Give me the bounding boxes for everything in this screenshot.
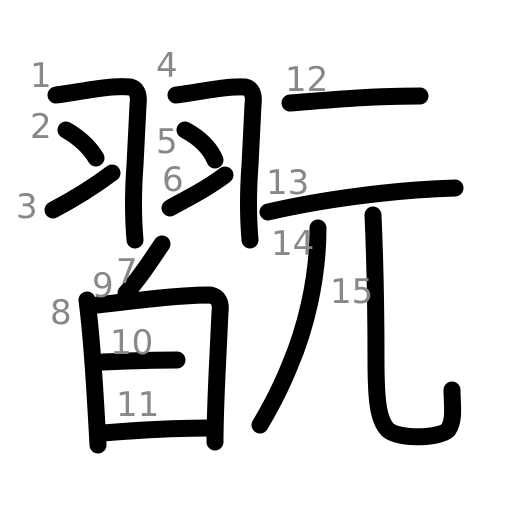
stroke-2 <box>57 121 105 167</box>
stroke-number-6: 6 <box>162 160 184 200</box>
stroke-number-9: 9 <box>92 266 114 306</box>
stroke-4 <box>167 78 262 249</box>
stroke-8 <box>78 291 107 454</box>
stroke-number-13: 13 <box>266 163 309 203</box>
stroke-12 <box>281 87 429 112</box>
stroke-number-12: 12 <box>285 60 328 100</box>
stroke-number-10: 10 <box>110 323 153 363</box>
stroke-number-7: 7 <box>116 252 138 292</box>
stroke-3 <box>44 164 121 219</box>
stroke-number-15: 15 <box>330 272 373 312</box>
stroke-1 <box>47 78 147 249</box>
stroke-number-14: 14 <box>271 224 314 264</box>
stroke-5 <box>176 121 224 169</box>
stroke-number-11: 11 <box>116 385 159 425</box>
stroke-number-8: 8 <box>50 293 72 333</box>
stroke-6 <box>161 166 234 217</box>
stroke-14 <box>251 219 327 434</box>
stroke-number-5: 5 <box>156 122 178 162</box>
stroke-7 <box>117 235 171 302</box>
stroke-number-3: 3 <box>16 187 38 227</box>
stroke-11 <box>94 419 219 442</box>
stroke-number-4: 4 <box>156 46 178 86</box>
stroke-number-2: 2 <box>30 107 52 147</box>
stroke-9 <box>89 286 229 451</box>
stroke-13 <box>259 179 464 221</box>
stroke-15 <box>364 206 462 446</box>
stroke-10 <box>94 351 186 371</box>
stroke-number-1: 1 <box>30 56 52 96</box>
